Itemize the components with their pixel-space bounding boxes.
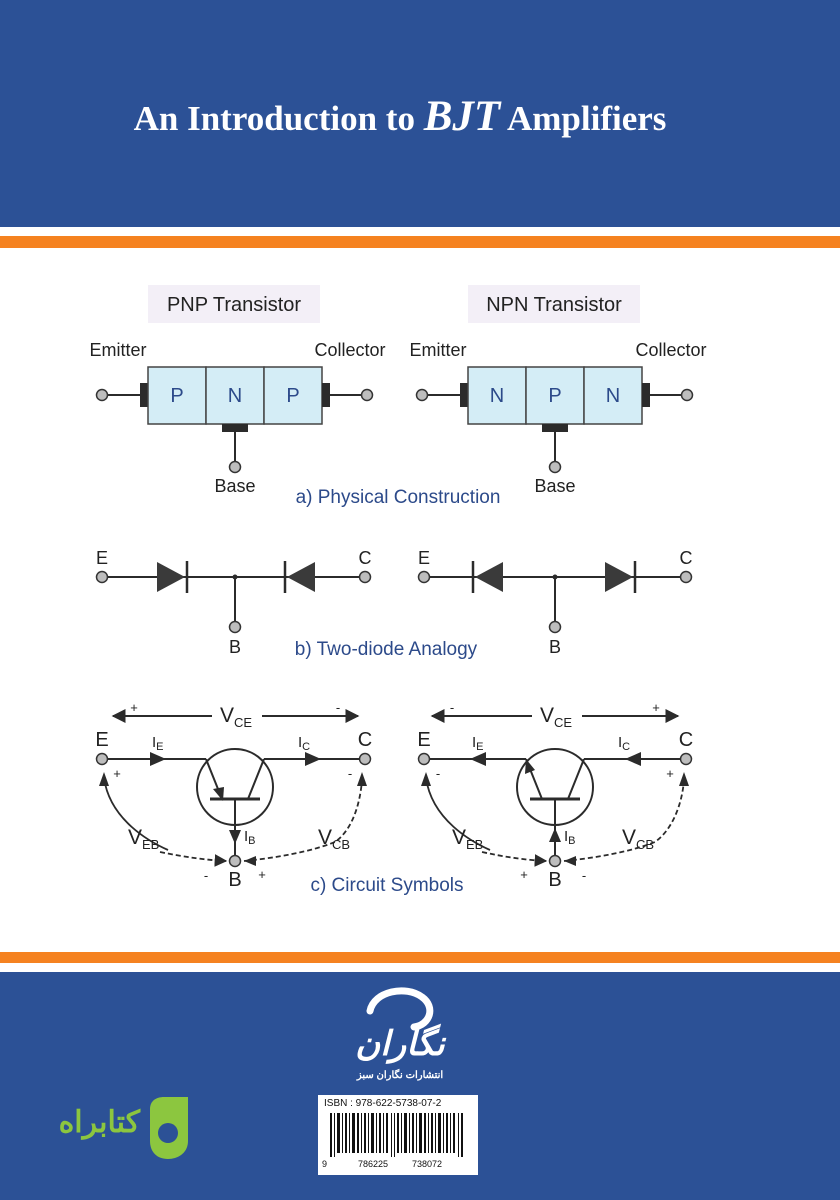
- npn-collector-label: Collector: [635, 340, 706, 360]
- pnp-ib-label: IB: [244, 828, 256, 847]
- pnp-b-label: B: [228, 869, 241, 891]
- top-orange-stripe: [0, 236, 840, 248]
- publisher-logo-text: نگاران: [355, 1023, 447, 1064]
- npn-vcb-label: VCB: [622, 826, 654, 852]
- bottom-orange-stripe: [0, 952, 840, 963]
- npn-heading-box: [468, 285, 640, 323]
- pnp-b-plus: +: [258, 867, 266, 882]
- npn-vce-minus: -: [450, 700, 454, 715]
- barcode-digits-right: 738072: [412, 1159, 443, 1169]
- npn-layer-1: N: [490, 385, 504, 407]
- npn-eb-diode: [475, 562, 503, 592]
- pnp-vcb-label: VCB: [318, 826, 350, 852]
- npn-layer-3: N: [606, 385, 620, 407]
- pnp-e-label: E: [95, 729, 108, 751]
- top-white-stripe: [0, 227, 840, 235]
- bottom-white-stripe: [0, 963, 840, 972]
- npn-vce-plus: +: [652, 700, 660, 715]
- npn-emitter-terminal: [415, 388, 429, 402]
- ketabrah-logo: کتابراه: [40, 1095, 200, 1165]
- pnp-e-plus: +: [113, 766, 121, 781]
- book-title: An Introduction to BJT Amplifiers: [133, 93, 667, 140]
- pnp-diode-pair: E C B: [95, 548, 372, 657]
- pnp-heading: PNP Transistor: [167, 294, 301, 316]
- pnp-layer-3: P: [286, 385, 299, 407]
- npn-b-plus: +: [520, 867, 528, 882]
- pnp-eb-diode: [157, 562, 185, 592]
- top-banner: [0, 0, 840, 227]
- npn-vce-label: VCE: [540, 704, 572, 730]
- publisher-logo: نگاران: [355, 987, 447, 1064]
- npn-ie-label: IE: [472, 734, 484, 753]
- npn-layer-2: P: [548, 385, 561, 407]
- barcode: [330, 1113, 463, 1157]
- pnp-cb-diode: [287, 562, 315, 592]
- npn-heading: NPN Transistor: [486, 294, 622, 316]
- ketabrah-logo-text: کتابراه: [58, 1106, 140, 1139]
- pnp-emitter-label: Emitter: [89, 340, 146, 360]
- pnp-vce-minus: -: [336, 700, 340, 715]
- pnp-symbol: VCE + - E C IE IC + - IB B - + VEB VCB: [95, 700, 372, 891]
- npn-e-minus: -: [436, 766, 440, 781]
- npn-block: Emitter Collector N P N Base: [409, 340, 706, 496]
- npn-cb-diode: [605, 562, 633, 592]
- npn-collector-terminal: [680, 388, 694, 402]
- pnp-collector-label: Collector: [314, 340, 385, 360]
- pnp-emitter-terminal: [95, 388, 109, 402]
- npn-diode-e-label: E: [418, 548, 430, 568]
- barcode-digit-prefix: 9: [322, 1159, 328, 1169]
- publisher-name: انتشارات نگاران سبز: [356, 1070, 444, 1081]
- pnp-diode-b-label: B: [229, 637, 241, 657]
- pnp-ic-label: IC: [298, 734, 310, 753]
- pnp-diode-e-label: E: [96, 548, 108, 568]
- npn-c-plus: +: [666, 766, 674, 781]
- pnp-heading-box: [148, 285, 320, 323]
- pnp-veb-label: VEB: [128, 826, 159, 852]
- caption-circuit-symbols: c) Circuit Symbols: [310, 875, 463, 896]
- pnp-ie-label: IE: [152, 734, 164, 753]
- npn-b-label: B: [548, 869, 561, 891]
- barcode-digits-left: 786225: [358, 1159, 389, 1169]
- pnp-vce-plus: +: [130, 700, 138, 715]
- npn-c-label: C: [679, 729, 693, 751]
- npn-base-terminal: [548, 460, 562, 474]
- npn-symbol: VCE - + E C IE IC - + IB B + - VEB VCB: [417, 700, 693, 891]
- npn-e-label: E: [417, 729, 430, 751]
- caption-physical-construction: a) Physical Construction: [296, 487, 501, 508]
- npn-b-minus: -: [582, 868, 586, 883]
- npn-diode-pair: E C B: [417, 548, 693, 657]
- ketabrah-book-icon: [150, 1097, 188, 1159]
- isbn-barcode-box: ISBN : 978-622-5738-07-2 9 786225 738072: [318, 1095, 478, 1175]
- npn-diode-b-label: B: [549, 637, 561, 657]
- pnp-layer-1: P: [170, 385, 183, 407]
- npn-ib-label: IB: [564, 828, 576, 847]
- pnp-layer-2: N: [228, 385, 242, 407]
- npn-base-label: Base: [534, 476, 575, 496]
- pnp-base-label: Base: [214, 476, 255, 496]
- pnp-b-minus: -: [204, 868, 208, 883]
- npn-veb-label: VEB: [452, 826, 483, 852]
- pnp-collector-terminal: [360, 388, 374, 402]
- bjt-diagrams: PNP Transistor NPN Transistor Emitter Co…: [89, 285, 707, 896]
- isbn-number: ISBN : 978-622-5738-07-2: [324, 1098, 442, 1109]
- pnp-vce-label: VCE: [220, 704, 252, 730]
- pnp-diode-c-label: C: [359, 548, 372, 568]
- npn-emitter-label: Emitter: [409, 340, 466, 360]
- caption-two-diode-analogy: b) Two-diode Analogy: [295, 639, 478, 660]
- pnp-c-label: C: [358, 729, 372, 751]
- npn-diode-c-label: C: [680, 548, 693, 568]
- pnp-c-minus: -: [348, 766, 352, 781]
- npn-ic-label: IC: [618, 734, 630, 753]
- pnp-block: Emitter Collector P N P Base: [89, 340, 385, 496]
- pnp-base-terminal: [228, 460, 242, 474]
